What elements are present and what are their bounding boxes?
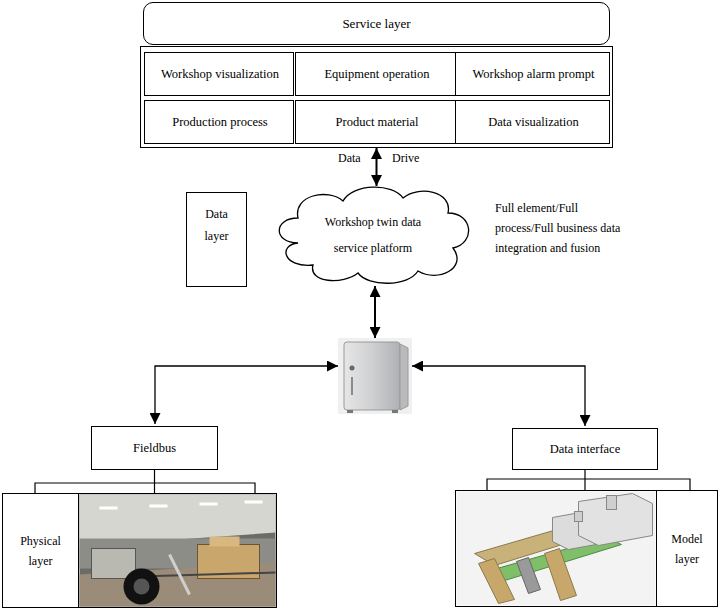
connector [154,470,155,493]
service-box: Product material [295,100,457,144]
server-icon [338,338,412,414]
double-arrow [412,366,585,426]
node-text: Workshop twin data service platform [313,209,433,261]
service-box: Workshop visualization [144,52,294,96]
model-rendering [457,492,656,606]
note-text: Full element/Full process/Full business … [495,198,627,258]
cloud-shape [279,187,468,283]
node-text: Data interface [550,442,620,457]
layer-box: Data layer [186,192,247,287]
node-text: Physical layer [3,494,79,607]
double-arrow [155,366,338,424]
node-text: Equipment operation [299,53,456,96]
service-box: Equipment operation [295,52,457,96]
node-text: Workshop visualization [148,53,293,96]
double-arrow [374,286,376,338]
layer-panel: Service layerWorkshop visualizationEquip… [140,2,613,148]
connector [376,148,378,186]
workshop-photo [80,495,276,607]
node-text: Data visualization [459,101,609,144]
arrow-label: Data [338,150,361,166]
layer-panel: Physical layer [2,493,277,608]
node-text: Data layer [195,203,239,247]
node-text: Workshop alarm prompt [459,53,609,96]
interface-box: Fieldbus [91,426,218,470]
service-box: Data visualization [455,100,610,144]
connector [584,470,585,490]
service-box: Workshop alarm prompt [455,52,610,96]
bracket-line [487,479,690,490]
platform-cloud: Workshop twin data service platform [268,183,478,287]
arrow-label: Drive [392,150,419,166]
node-text: Product material [299,101,456,144]
interface-box: Data interface [512,428,658,470]
service-box: Production process [144,100,294,144]
node-text: Service layer [143,2,610,45]
node-text: Production process [148,101,293,144]
node-text: Model layer [656,491,717,606]
node-text: Fieldbus [133,441,176,456]
bracket-line [35,483,255,493]
cloud-outline [268,183,478,287]
layer-panel: Model layer [455,490,718,607]
